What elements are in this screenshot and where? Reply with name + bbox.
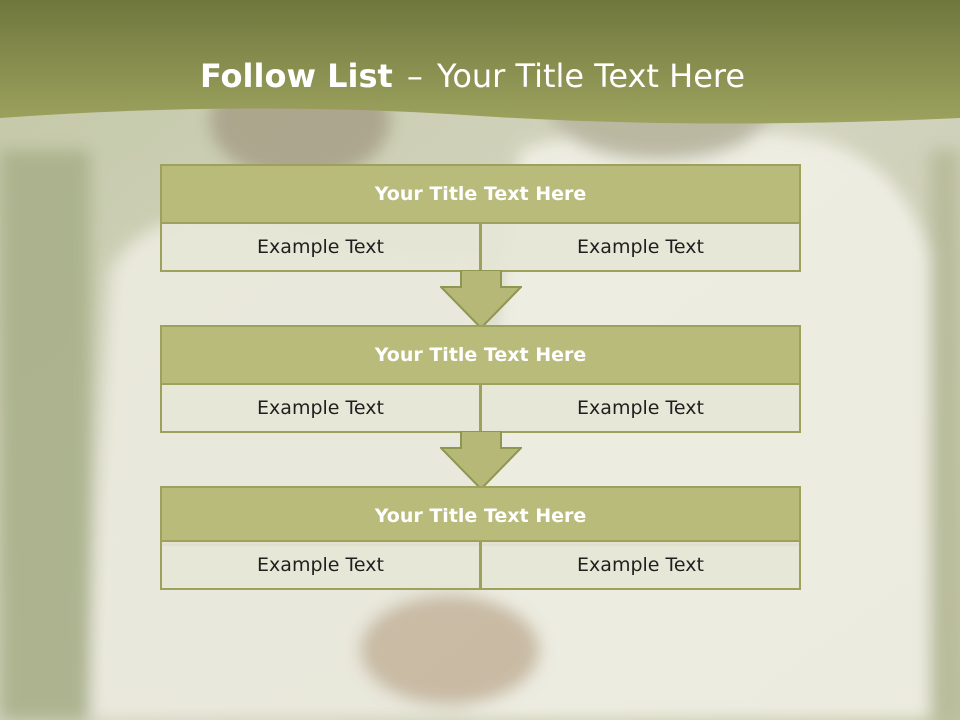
block-left-cell: Example Text	[160, 540, 481, 590]
header-banner	[0, 0, 960, 124]
slide-title: Follow List– Your Title Text Here	[0, 52, 945, 100]
block-left-cell: Example Text	[160, 222, 481, 272]
down-arrow-icon	[440, 270, 522, 330]
block-title: Your Title Text Here	[160, 164, 801, 224]
title-separator: –	[406, 57, 423, 95]
title-rest-part: Your Title Text Here	[437, 57, 746, 95]
block-left-cell: Example Text	[160, 383, 481, 433]
block-right-cell: Example Text	[480, 540, 801, 590]
block-title: Your Title Text Here	[160, 325, 801, 385]
down-arrow-icon	[440, 431, 522, 491]
block-right-cell: Example Text	[480, 383, 801, 433]
block-right-cell: Example Text	[480, 222, 801, 272]
title-bold-part: Follow List	[199, 57, 393, 95]
block-title: Your Title Text Here	[160, 486, 801, 546]
